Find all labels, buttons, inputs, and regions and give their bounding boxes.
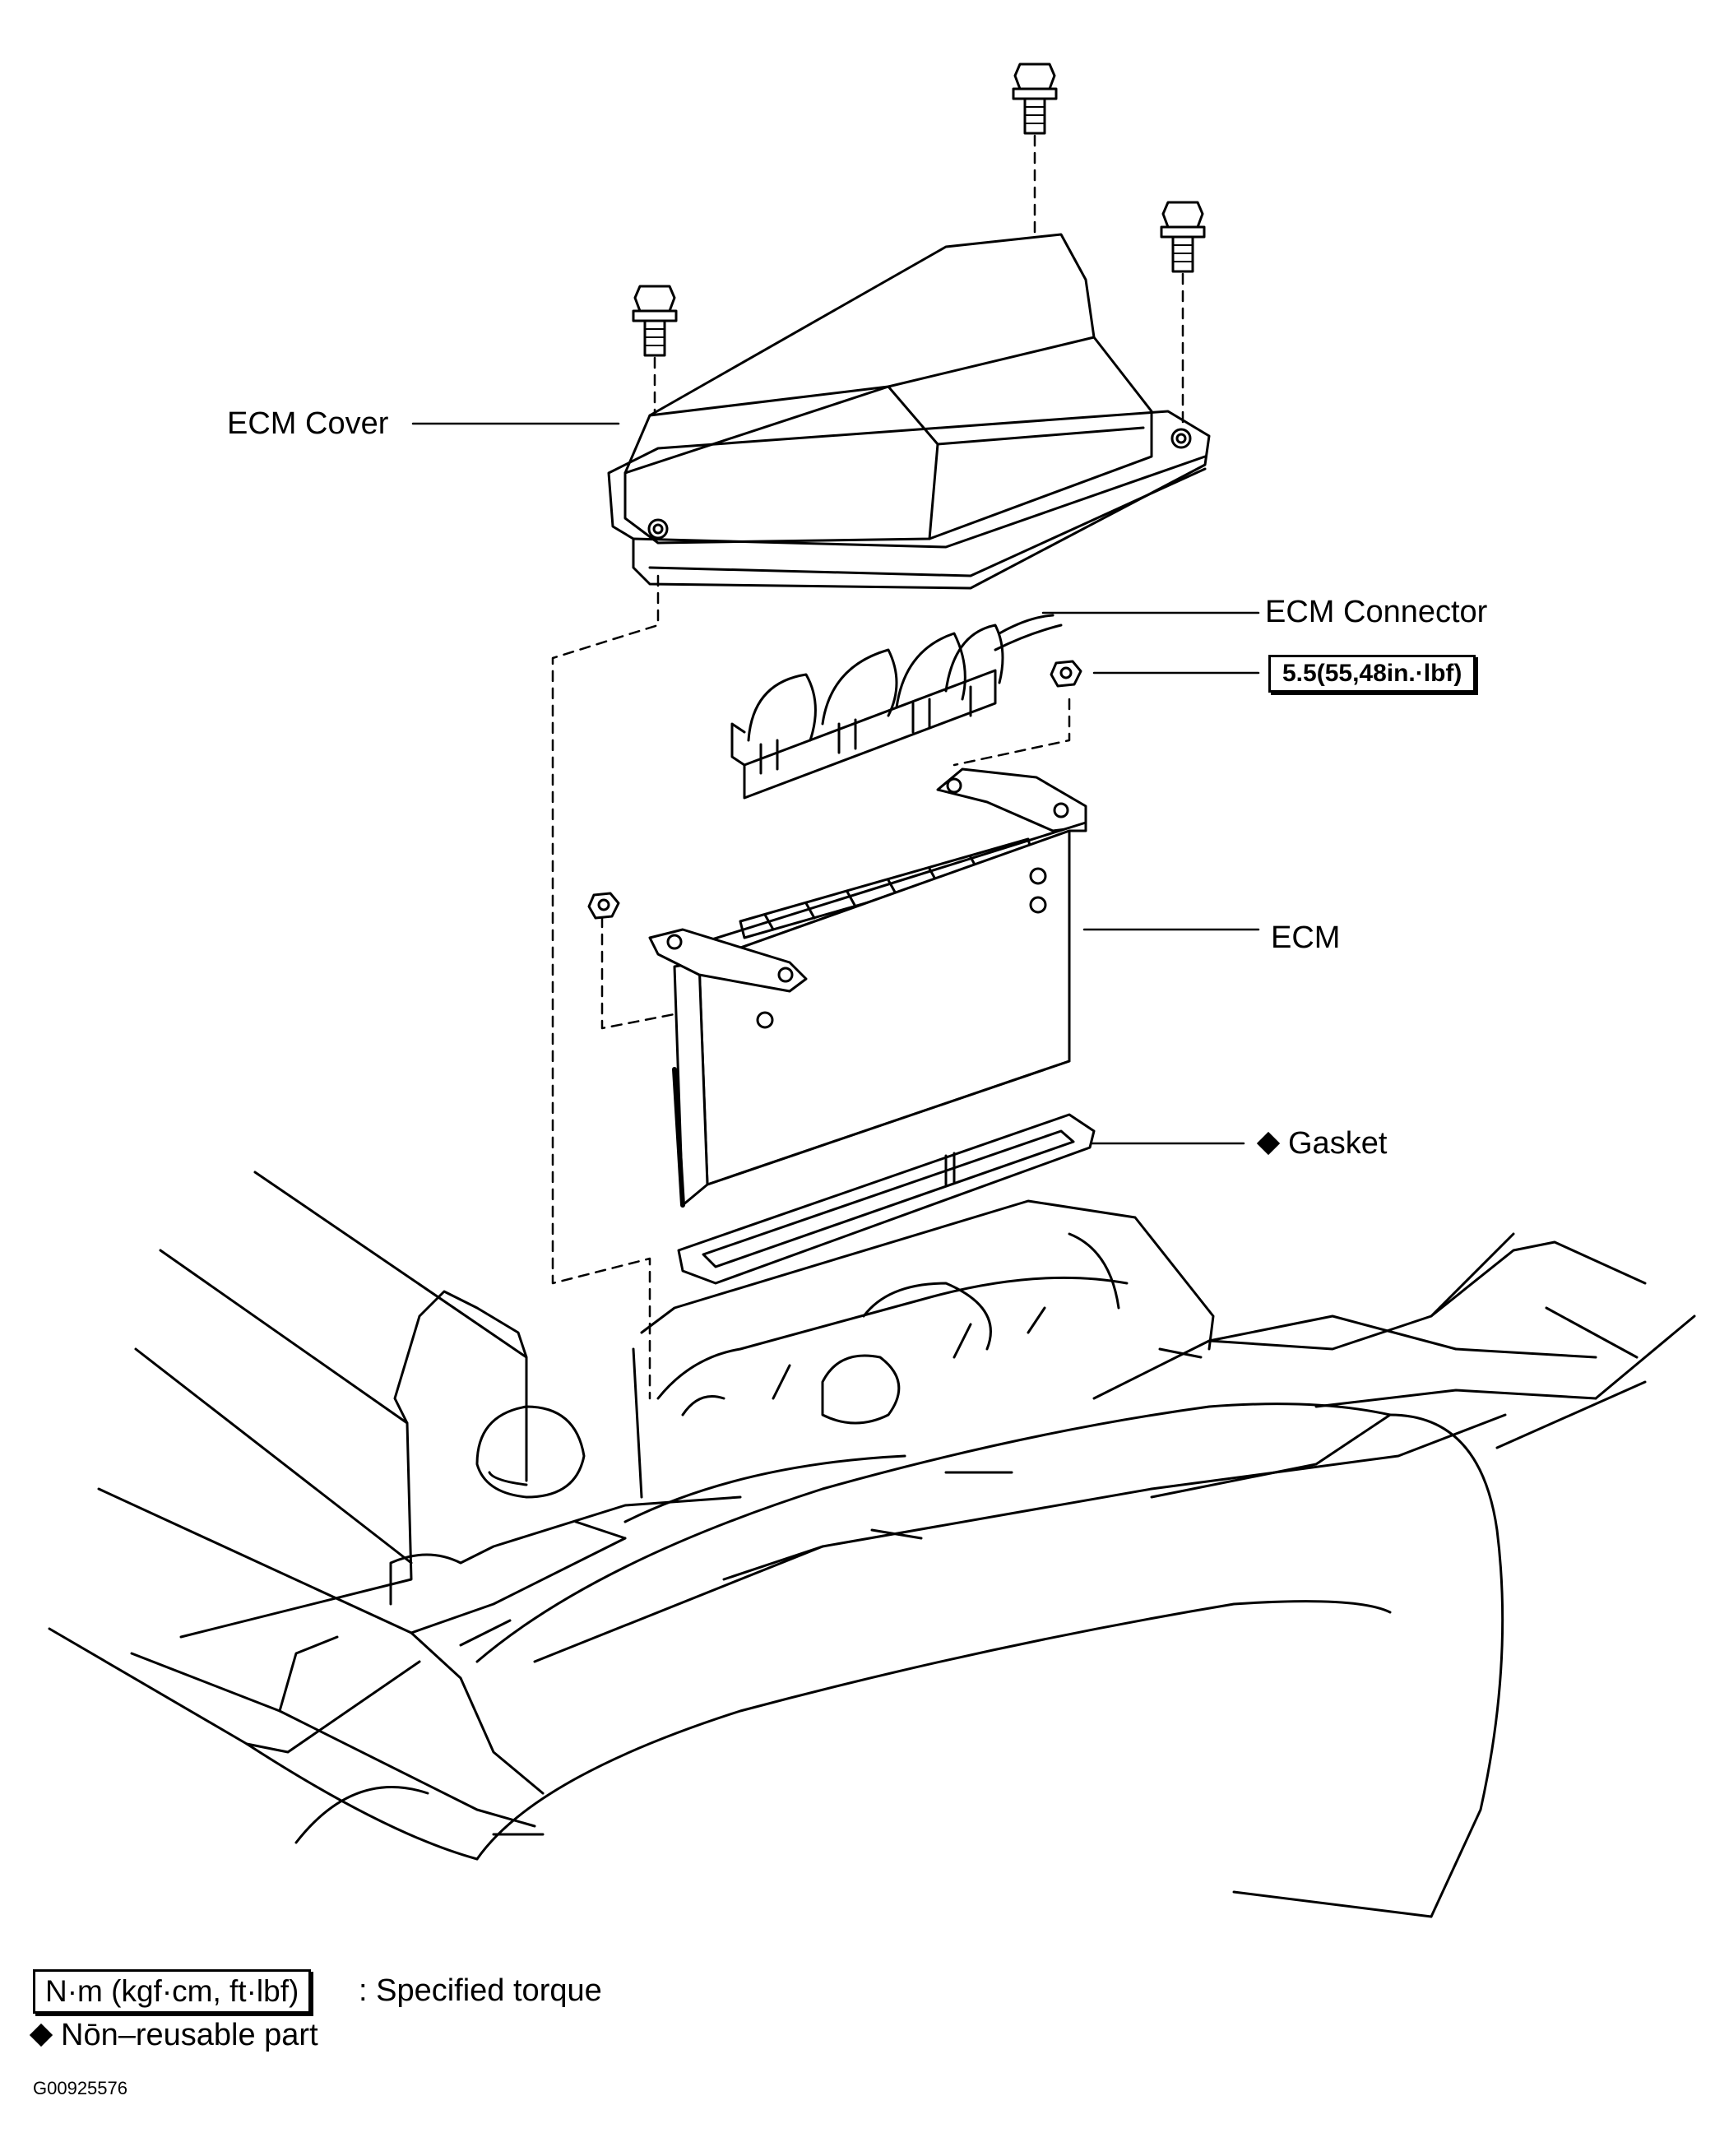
nut-icon bbox=[587, 892, 620, 920]
assembly-guide-lines bbox=[653, 134, 1184, 520]
gasket-label: Gasket bbox=[1288, 1126, 1388, 1161]
nonreusable-label: Nōn–reusable part bbox=[61, 2018, 318, 2052]
assembly-guide-lines-lower bbox=[551, 574, 1071, 1400]
torque-spec-box: 5.5(55,48in.·lbf) bbox=[1268, 655, 1476, 693]
leader-lines bbox=[411, 422, 1260, 1145]
ecm-connector-label: ECM Connector bbox=[1265, 595, 1488, 629]
bolt-icon bbox=[632, 285, 678, 357]
torque-unit-legend: N·m (kgf·cm, ft·lbf) bbox=[33, 1969, 312, 2014]
diamond-icon bbox=[29, 2023, 53, 2047]
figure-id: G00925576 bbox=[33, 2078, 127, 2098]
bolt-icon bbox=[1160, 201, 1206, 273]
nonreusable-legend: Nōn–reusable part bbox=[29, 2017, 318, 2053]
engine-compartment bbox=[48, 1171, 1696, 1918]
torque-unit-description: : Specified torque bbox=[359, 1973, 602, 2008]
ecm-cover-label: ECM Cover bbox=[227, 406, 389, 441]
ecm-cover bbox=[607, 233, 1211, 590]
mounting-base bbox=[632, 1199, 1215, 1499]
ecm-label: ECM bbox=[1271, 920, 1341, 955]
gasket-callout: Gasket bbox=[1256, 1125, 1388, 1161]
gasket-part bbox=[677, 1113, 1096, 1285]
nut-icon bbox=[1050, 660, 1082, 688]
ecm-unit bbox=[648, 767, 1087, 1208]
diamond-icon bbox=[1256, 1131, 1281, 1156]
ecm-connector bbox=[730, 614, 1063, 800]
reservoir-cap bbox=[475, 1405, 586, 1499]
bolt-icon bbox=[1012, 63, 1058, 135]
